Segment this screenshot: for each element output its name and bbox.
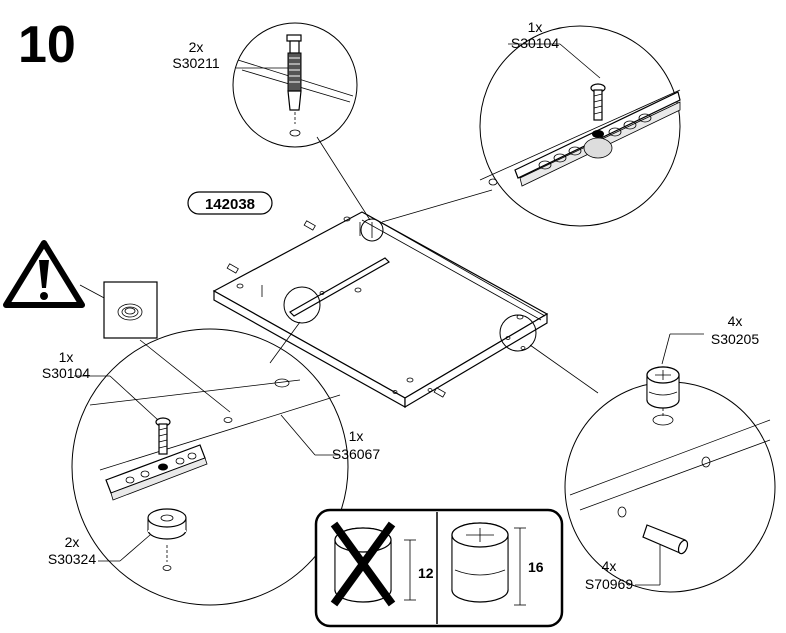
- callout-code: S30104: [42, 365, 90, 381]
- callout-code: S36067: [332, 446, 380, 462]
- cross-mark-icon: [330, 521, 396, 607]
- callout-code: S30324: [48, 551, 96, 567]
- callout-qty: 4x: [602, 558, 617, 574]
- cam-size-comparison: 12 16: [314, 508, 564, 628]
- callout-code: S30104: [511, 35, 559, 51]
- callout-code: S30211: [172, 55, 219, 71]
- main-panel: [212, 211, 549, 409]
- part-number: 142038: [205, 196, 255, 213]
- wrong-dimension: 12: [418, 565, 434, 581]
- callout-code: S70969: [585, 576, 633, 592]
- callout-qty: 2x: [189, 39, 204, 55]
- part-number-badge: 142038: [187, 191, 273, 215]
- detail-circle-dowel-screw: 2x S30211: [172, 22, 358, 148]
- warning-icon: [3, 240, 85, 308]
- callout-code: S30205: [711, 331, 759, 347]
- screw-icon: [155, 417, 171, 455]
- detail-circle-cam-dowel: 4x S30205 4x S70969: [564, 313, 776, 593]
- correct-cam-lock: 16: [451, 522, 544, 606]
- cam-hole-detail-box: [103, 281, 158, 339]
- detail-leaders: [139, 136, 599, 413]
- callout-qty: 4x: [728, 313, 743, 329]
- disc-icon: [147, 508, 187, 540]
- callout-qty: 1x: [349, 428, 364, 444]
- correct-dimension: 16: [528, 559, 544, 575]
- cam-lock-icon: [451, 522, 509, 603]
- step-number: 10: [18, 16, 76, 74]
- screw-icon: [286, 34, 302, 111]
- dowel-icon: [642, 524, 689, 555]
- screw-icon: [590, 83, 606, 121]
- cam-lock-icon: [646, 366, 680, 409]
- wrong-cam-lock: 12: [330, 521, 434, 607]
- callout-qty: 1x: [528, 19, 543, 35]
- callout-qty: 2x: [65, 534, 80, 550]
- detail-circle-rail-left: 1x S30104 1x S36067 2x S30324: [42, 328, 380, 606]
- detail-circle-rail-top: 1x S30104: [479, 19, 681, 227]
- callout-qty: 1x: [59, 349, 74, 365]
